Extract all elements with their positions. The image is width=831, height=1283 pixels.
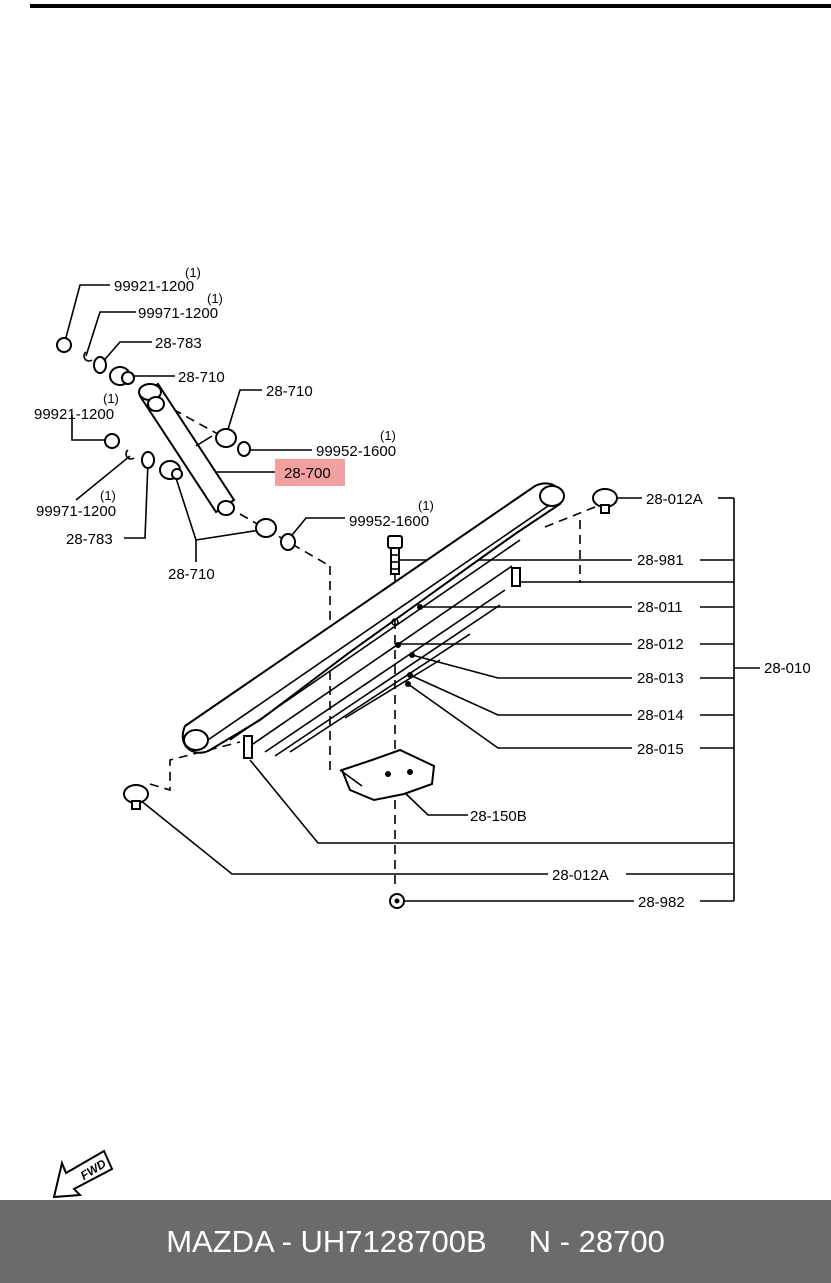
footer-reference-number: N - 28700 bbox=[528, 1223, 665, 1259]
qty-nut-left: (1) bbox=[103, 391, 119, 406]
label-assembly: 28-010 bbox=[764, 660, 811, 677]
label-nut-low: 99952-1600 bbox=[349, 513, 429, 530]
label-shock: 28-700 bbox=[284, 465, 331, 482]
qty-nut-mid: (1) bbox=[380, 428, 396, 443]
label-leaf-2: 28-012 bbox=[637, 636, 684, 653]
label-spacer-left: 28-783 bbox=[66, 531, 113, 548]
label-nut-top: 99921-1200 bbox=[114, 278, 194, 295]
u-bolt bbox=[387, 535, 403, 575]
highlight-box bbox=[275, 459, 345, 486]
label-bumper-top: 28-012A bbox=[646, 491, 703, 508]
footer-part-number: MAZDA - UH7128700B bbox=[166, 1223, 487, 1259]
label-nut-mid: 99952-1600 bbox=[316, 443, 396, 460]
qty-nut-top: (1) bbox=[185, 265, 201, 280]
top-rule bbox=[30, 4, 831, 8]
qty-washer-left: (1) bbox=[100, 488, 116, 503]
leaf-spring bbox=[181, 482, 565, 759]
label-spacer-top: 28-783 bbox=[155, 335, 202, 352]
label-bushing-low: 28-710 bbox=[168, 566, 215, 583]
label-plate: 28-150B bbox=[470, 808, 527, 825]
label-nut-bottom: 28-982 bbox=[638, 894, 685, 911]
label-leaf-1: 28-011 bbox=[637, 599, 683, 616]
qty-nut-low: (1) bbox=[418, 498, 434, 513]
bumper-bottom bbox=[123, 784, 149, 810]
qty-washer-top: (1) bbox=[207, 291, 223, 306]
label-leaf-3: 28-013 bbox=[637, 670, 684, 687]
label-nut-left: 99921-1200 bbox=[34, 406, 114, 423]
assembly-guides bbox=[149, 401, 601, 890]
part-labels: 99921-1200 (1) 99971-1200 (1) 28-783 28-… bbox=[34, 265, 811, 911]
shock-absorber bbox=[138, 382, 236, 516]
bottom-nut bbox=[389, 893, 405, 909]
label-leaf-4: 28-014 bbox=[637, 707, 684, 724]
leader-lines bbox=[63, 284, 760, 902]
parts-diagram: 99921-1200 (1) 99971-1200 (1) 28-783 28-… bbox=[34, 265, 811, 911]
label-washer-left: 99971-1200 bbox=[36, 503, 116, 520]
footer-bar: MAZDA - UH7128700B N - 28700 bbox=[0, 1200, 831, 1283]
hardware bbox=[56, 337, 296, 551]
label-bolt: 28-981 bbox=[637, 552, 684, 569]
label-leaf-5: 28-015 bbox=[637, 741, 684, 758]
label-bushing-mid: 28-710 bbox=[266, 383, 313, 400]
label-bumper-bottom: 28-012A bbox=[552, 867, 609, 884]
bumper-top bbox=[592, 488, 618, 514]
fwd-arrow-icon: FWD bbox=[52, 1149, 114, 1199]
label-washer-top: 99971-1200 bbox=[138, 305, 218, 322]
label-bushing-top: 28-710 bbox=[178, 369, 225, 386]
spring-plate bbox=[339, 748, 436, 802]
